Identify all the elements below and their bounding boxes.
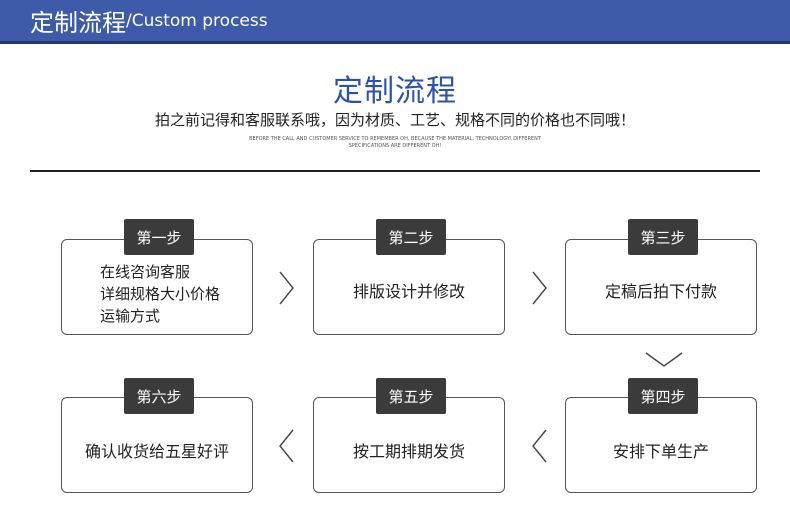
subtitle: 拍之前记得和客服联系哦，因为材质、工艺、规格不同的价格也不同哦！ [154,111,635,129]
step-3-text: 定稿后拍下付款 [604,282,717,301]
step-6-tag: 第六步 [124,378,194,414]
step-1-tag: 第一步 [124,219,194,255]
fine-print-line2: SPECIFICATIONS ARE DIFFERENT OH! [348,143,442,149]
page-title: 定制流程 [333,74,457,109]
fine-print-line1: BEFORE THE CALL AND CUSTOMER SERVICE TO … [249,136,541,142]
step-1-card: 在线咨询客服 详细规格大小价格 运输方式 [61,239,253,335]
header-title-en: /Custom process [126,10,268,31]
step-5-tag: 第五步 [376,378,446,414]
step-6-text: 确认收货给五星好评 [84,442,229,461]
chevron-left-icon [279,429,294,463]
step-2-tag: 第二步 [376,219,446,255]
step-1-line: 运输方式 [100,307,161,325]
step-1-line: 在线咨询客服 [100,263,191,281]
chevron-right-icon [279,271,294,305]
step-1-text: 在线咨询客服 详细规格大小价格 运输方式 [100,261,220,327]
step-4-tag: 第四步 [628,378,698,414]
header-banner: 定制流程 /Custom process [0,0,790,44]
divider [30,170,760,172]
step-5-text: 按工期排期发货 [352,442,465,461]
chevron-right-icon [532,271,547,305]
chevron-left-icon [532,429,547,463]
step-4-text: 安排下单生产 [612,442,709,461]
chevron-down-icon [645,352,683,367]
fine-print: BEFORE THE CALL AND CUSTOMER SERVICE TO … [230,136,560,150]
step-1-line: 详细规格大小价格 [100,285,221,303]
step-2-text: 排版设计并修改 [352,282,465,301]
step-3-tag: 第三步 [628,219,698,255]
header-title-zh: 定制流程 [30,9,126,37]
step-3-card: 定稿后拍下付款 [565,239,757,335]
